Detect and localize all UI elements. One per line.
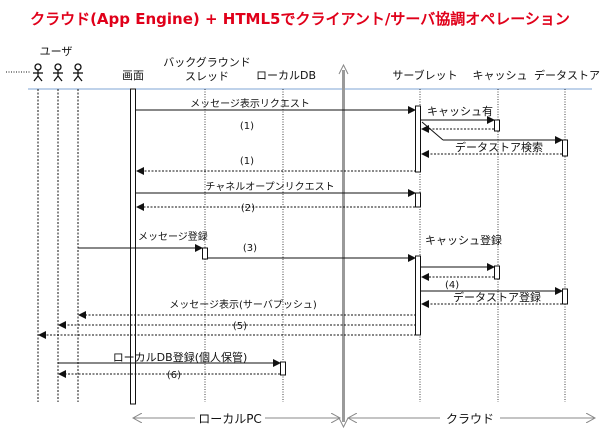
activation-servlet-1 bbox=[415, 105, 421, 173]
label-message-register: メッセージ登録 bbox=[138, 230, 208, 243]
lifeline-local-db-label: ローカルDB bbox=[256, 69, 316, 82]
label-local-db-register: ローカルDB登録(個人保管) bbox=[113, 350, 248, 364]
zone-cloud-label: クラウド bbox=[446, 412, 494, 426]
activation-datastore-1 bbox=[562, 139, 568, 157]
label-step3: (3) bbox=[243, 243, 257, 254]
label-datastore-search: データストア検索 bbox=[455, 140, 543, 154]
lifeline-datastore-label: データストア bbox=[534, 68, 600, 82]
activation-bg-thread bbox=[202, 247, 208, 260]
label-server-push: メッセージ表示(サーバプッシュ) bbox=[169, 298, 317, 311]
label-step2: (2) bbox=[241, 203, 255, 214]
separator-up-arrow-icon bbox=[338, 63, 349, 75]
actors-label: ユーザ bbox=[40, 45, 73, 58]
actor-leg bbox=[33, 75, 39, 82]
zone-local-label: ローカルPC bbox=[198, 412, 262, 426]
activation-datastore-2 bbox=[562, 288, 568, 305]
label-cache-hit: キャッシュ有 bbox=[427, 104, 493, 118]
diagram-title: クラウド(App Engine) + HTML5でクライアント/サーバ協調オペレ… bbox=[30, 10, 570, 28]
label-step4: (4) bbox=[445, 280, 459, 291]
label-channel-open: チャネルオープンリクエスト bbox=[205, 181, 334, 193]
label-step5: (5) bbox=[233, 321, 247, 332]
activation-screen bbox=[130, 88, 136, 405]
lifeline-screen-label: 画面 bbox=[122, 69, 144, 82]
lifeline-bg-thread-label-2: スレッド bbox=[185, 70, 229, 83]
actor-icon bbox=[74, 63, 82, 71]
label-cache-register: キャッシュ登録 bbox=[425, 233, 502, 247]
activation-local-db bbox=[280, 361, 286, 376]
activation-servlet-2 bbox=[415, 192, 421, 208]
actor-icon bbox=[54, 63, 62, 71]
activation-servlet-3 bbox=[415, 255, 421, 336]
label-step6: (6) bbox=[167, 370, 181, 381]
actor-leg bbox=[57, 75, 63, 82]
actor-icon bbox=[34, 63, 42, 71]
label-step1b: (1) bbox=[240, 156, 254, 167]
note-connector bbox=[421, 121, 444, 141]
actor-leg bbox=[53, 75, 59, 82]
local-cloud-separator bbox=[342, 70, 345, 422]
lifeline-bg-thread-label-1: バックグラウンド bbox=[163, 55, 251, 69]
label-step1a: (1) bbox=[240, 121, 254, 132]
actor-leg bbox=[73, 75, 79, 82]
lifeline-servlet-label: サーブレット bbox=[392, 68, 457, 82]
label-datastore-register: データストア登録 bbox=[453, 290, 541, 304]
label-display-request: メッセージ表示リクエスト bbox=[190, 97, 310, 110]
actor-leg bbox=[77, 75, 83, 82]
actor-leg bbox=[37, 75, 43, 82]
activation-cache-1 bbox=[494, 119, 500, 132]
activation-cache-2 bbox=[494, 265, 500, 280]
lifeline-cache-label: キャッシュ bbox=[473, 69, 528, 82]
